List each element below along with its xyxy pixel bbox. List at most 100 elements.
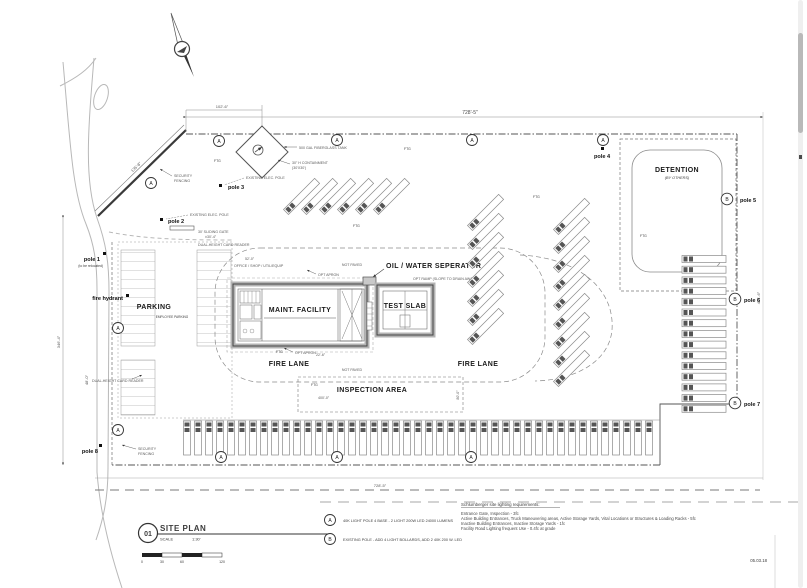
roads [59, 57, 233, 588]
stalls-east-column [681, 255, 727, 413]
ftg-6: FTG [276, 350, 283, 354]
dim-overall-width: 728'-5" [462, 110, 478, 116]
maint-facility-label: MAINT. FACILITY [269, 307, 331, 314]
ftg-notes: FTG FTG FTG FTG FTG FTG FTG [214, 147, 647, 387]
notes-heading: Schlumberger site lighting requirements: [461, 502, 540, 507]
svg-text:A: A [335, 455, 339, 461]
not-paved-label-2: NOT PAVED [342, 368, 363, 372]
ftg-1: FTG [214, 159, 221, 163]
dim-top-left: 102'-6" [216, 104, 229, 109]
sheet-date: 05.03.18 [750, 558, 767, 563]
pole-7: B pole 7 [728, 396, 760, 410]
ftg-2: FTG [404, 147, 411, 151]
security-fencing-callout-bottom: SECURITY FENCING [121, 444, 157, 456]
fire-hydrant-label: fire hydrant [92, 296, 123, 302]
office-label: OFFICE / SHOP / UTIL/EQUIP [234, 264, 284, 268]
trailer-stalls-top-diagonal [283, 177, 411, 215]
south-card-reader: DUAL-HEIGHT CARD READER [92, 374, 144, 383]
fuel-tank: 500 GAL FIBERGLASS TANK 30" H CONTAINMEN… [235, 125, 347, 179]
lighting-legend: A 40K LIGHT POLE 4 BASE - 2 LIGHT 200W L… [324, 514, 462, 545]
employee-parking-label: EMPLOYEE PARKING [156, 315, 189, 319]
opt-apron-label-2: OPT APRON [295, 351, 316, 355]
pole-6: B pole 6 [728, 292, 760, 306]
scale-label: SCALE [160, 537, 173, 542]
pole-3-label: pole 3 [228, 185, 244, 191]
security-fencing-text-1: SECURITY [174, 174, 193, 178]
pole-4: pole 4 [594, 147, 611, 160]
opt-ramp-label: OPT RAMP (SLOPE TO DRAIN AWAY) [413, 277, 476, 281]
dim-office-width: 52'-0" [245, 257, 255, 261]
security-fencing-text-3: SECURITY [138, 447, 157, 451]
fire-hydrant: fire hydrant [92, 294, 129, 302]
north-arrow-icon [170, 12, 194, 77]
ftg-7: FTG [311, 383, 318, 387]
pole-3: pole 3 EXISTING ELEC. POLE [219, 176, 285, 191]
dim-slab-gap: 22'-6" [316, 353, 326, 357]
pole-2: pole 2 EXISTING ELEC. POLE [160, 213, 229, 225]
pole-6-label: pole 6 [744, 298, 760, 304]
svg-text:A: A [116, 428, 120, 434]
dim-west-gate: 48'-0" [84, 374, 89, 385]
marker-b-3: B [733, 401, 737, 407]
pole-1-sub: (to be relocated) [78, 264, 103, 268]
opt-apron-callouts: OPT APRON OPT APRON [283, 269, 339, 355]
legend-a-marker: A [328, 518, 332, 524]
scrollbar-annotation-mark [799, 155, 802, 159]
security-fence-diagonal [94, 124, 187, 217]
pole-8-label: pole 8 [82, 449, 98, 455]
pole-1-label: pole 1 [84, 257, 100, 263]
scalebar-120: 120 [219, 560, 225, 564]
security-fencing-text-2: FENCING [174, 179, 190, 183]
pole-5: B pole 5 [720, 192, 756, 206]
svg-text:A: A [149, 181, 153, 187]
pole-2-note: EXISTING ELEC. POLE [190, 213, 229, 217]
parking-label: PARKING [137, 304, 172, 311]
svg-text:A: A [469, 455, 473, 461]
inspection-area-label: INSPECTION AREA [337, 387, 407, 394]
detention-pond: DETENTION (BY OTHERS) [619, 138, 737, 292]
sheet-number: 01 [144, 531, 152, 538]
type-a-markers: A A A A A A A A A A [112, 134, 609, 463]
notes-line-3: Inactive Building Entrances, Inactive St… [461, 521, 565, 526]
legend-b-text: EXISTING POLE - ADD 4 LIGHT BOLLARDS, AD… [343, 538, 462, 542]
opt-apron-label-1: OPT APRON [318, 273, 339, 277]
fire-lane-loop [214, 247, 613, 383]
card-reader-label: DUAL-HEIGHT CARD READER [198, 243, 250, 247]
notes-line-2: Active Building Entrances, Truck Maneuve… [461, 516, 696, 521]
stalls-south-row [183, 420, 653, 456]
detention-sub-label: (BY OTHERS) [665, 176, 690, 180]
marker-b-1: B [725, 197, 729, 203]
sliding-gate-dim: ±30'-4" [205, 235, 217, 239]
property-boundary [111, 133, 738, 466]
marker-b-2: B [733, 297, 737, 303]
test-slab-label: TEST SLAB [384, 303, 427, 310]
svg-text:A: A [217, 139, 221, 145]
employee-parking-lot: PARKING EMPLOYEE PARKING [117, 241, 233, 419]
scale-value: 1:30' [192, 537, 201, 542]
pole-3-note: EXISTING ELEC. POLE [246, 176, 285, 180]
oil-water-label: OIL / WATER SEPERATOR [386, 263, 481, 270]
legend-b-marker: B [328, 537, 332, 543]
legend-a-text: 40K LIGHT POLE 4 BASE - 2 LIGHT 200W LED… [343, 519, 453, 523]
dim-inspection-depth: 80'-0" [456, 390, 460, 400]
dim-bottom-width: 728'-5" [374, 483, 387, 488]
tank-label: 500 GAL FIBERGLASS TANK [299, 146, 347, 150]
pole-4-label: pole 4 [594, 154, 611, 160]
containment-label-2: (30'X30') [292, 166, 306, 170]
trailer-stalls-east-diagonal [553, 197, 591, 387]
lighting-notes: Schlumberger site lighting requirements:… [461, 502, 696, 531]
scrollbar-thumb[interactable] [798, 33, 803, 133]
scalebar-0: 0 [141, 560, 143, 564]
pole-2-label: pole 2 [168, 219, 184, 225]
security-fencing-text-4: FENCING [138, 452, 154, 456]
pole-7-label: pole 7 [744, 402, 760, 408]
dim-inspection-width: 400'-0" [318, 396, 330, 400]
sliding-gate-label: 30' SLIDING GATE [198, 230, 229, 234]
oil-water-separator: OIL / WATER SEPERATOR [362, 263, 481, 286]
scalebar-30: 30 [160, 560, 164, 564]
fire-lane-label-right: FIRE LANE [458, 361, 499, 368]
scrollbar-track[interactable] [798, 0, 803, 588]
security-fencing-callout-top: SECURITY FENCING [159, 168, 193, 183]
svg-text:A: A [219, 455, 223, 461]
